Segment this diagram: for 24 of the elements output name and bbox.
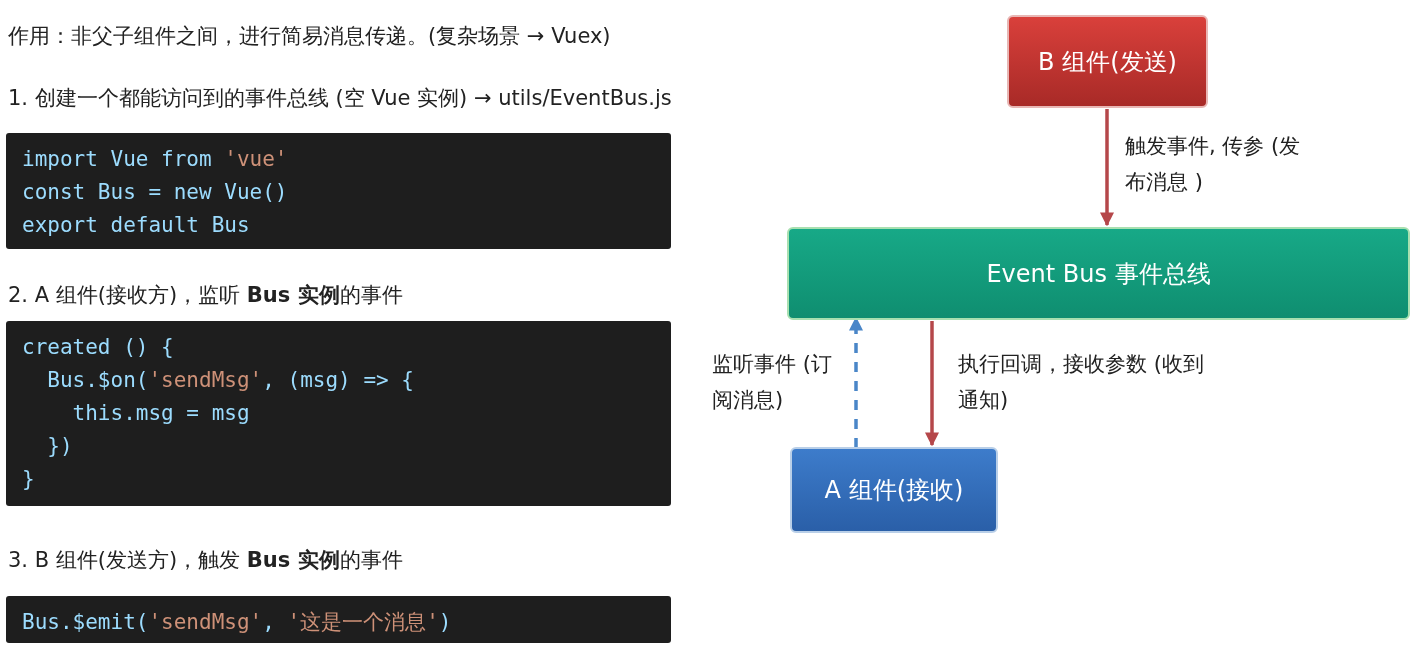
step-heading: 3. B 组件(发送方)，触发 Bus 实例的事件 bbox=[8, 547, 403, 574]
code-line: }) bbox=[46, 433, 73, 460]
code-line: import Vue from 'vue' bbox=[22, 146, 288, 173]
code-line: created () { bbox=[22, 334, 174, 361]
component-box bbox=[787, 227, 1410, 320]
step-heading: 1. 创建一个都能访问到的事件总线 (空 Vue 实例) → utils/EventBus.js bbox=[8, 85, 672, 112]
code-line: Bus.$emit('sendMsg', '这是一个消息') bbox=[22, 609, 452, 636]
arrow bbox=[1100, 109, 1114, 227]
code-line: Bus.$on('sendMsg', (msg) => { bbox=[46, 367, 414, 394]
code-line: export default Bus bbox=[22, 212, 250, 239]
code-block bbox=[6, 596, 671, 643]
step-heading: 2. A 组件(接收方)，监听 Bus 实例的事件 bbox=[8, 282, 403, 309]
component-box bbox=[790, 447, 998, 533]
component-box bbox=[1007, 15, 1208, 108]
description-text: 作用：非父子组件之间，进行简易消息传递。(复杂场景 → Vuex) bbox=[8, 23, 611, 50]
code-block bbox=[6, 133, 671, 249]
code-line: const Bus = new Vue() bbox=[22, 179, 288, 206]
code-line: this.msg = msg bbox=[71, 400, 250, 427]
code-line: } bbox=[22, 466, 35, 493]
code-block bbox=[6, 321, 671, 506]
arrow bbox=[925, 321, 939, 447]
box-label: Event Bus 事件总线 bbox=[986, 258, 1211, 290]
box-label: A 组件(接收) bbox=[824, 475, 964, 506]
box-label: B 组件(发送) bbox=[1038, 46, 1177, 78]
